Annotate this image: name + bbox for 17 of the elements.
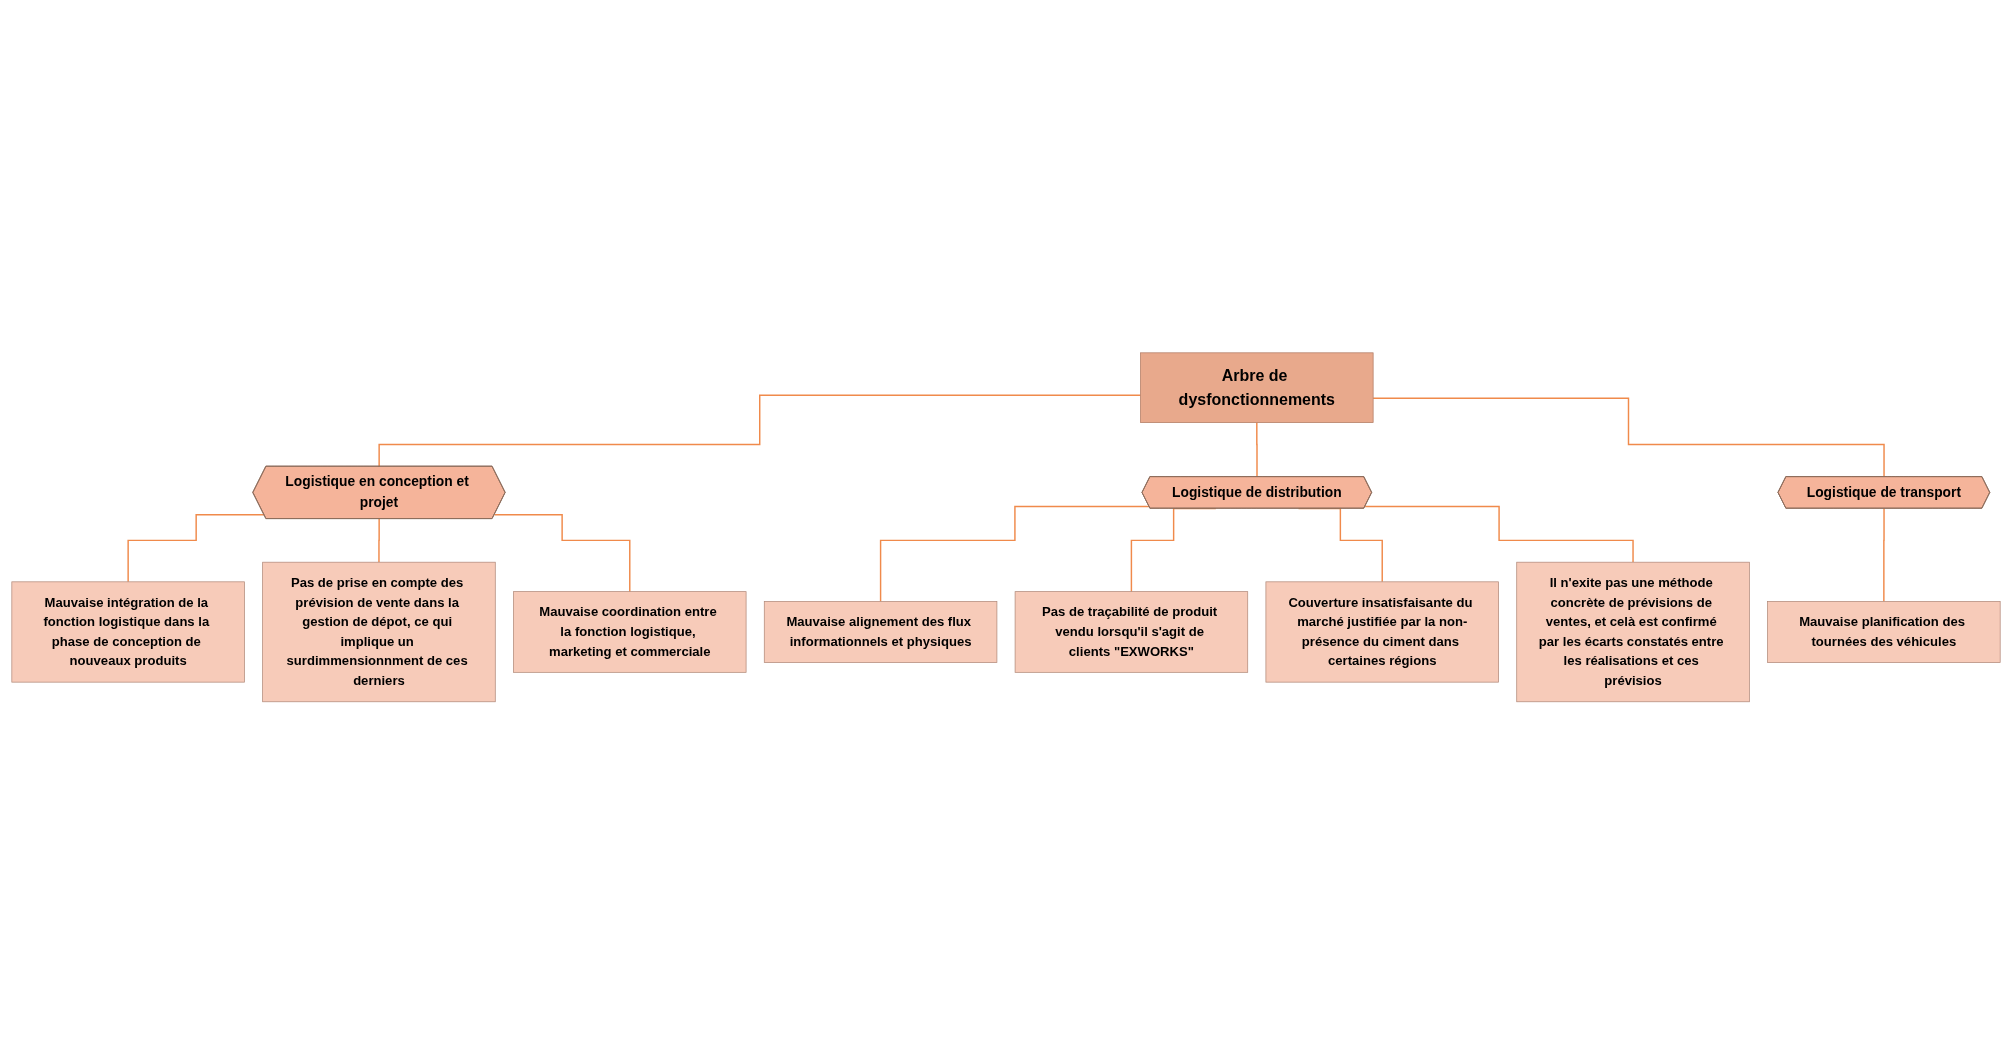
connector xyxy=(1256,421,1258,478)
node-box: Couverture insatisfaisante du marché justifiée par la non-présence du ciment dans certaines régions xyxy=(1265,581,1499,683)
connector xyxy=(493,513,631,593)
node-box: Pas de traçabilité de produit vendu lorsqu'il s'agit de clients "EXWORKS" xyxy=(1014,590,1249,673)
connector xyxy=(1883,507,1885,602)
node-box: Arbre de dysfonctionnements xyxy=(1140,352,1374,423)
connector xyxy=(1364,505,1634,563)
node-box: Mauvaise intégration de la fonction logistique dans la phase de conception de nouveaux produits xyxy=(11,581,245,683)
node-box: Mauvaise planification des tournées des véhicules xyxy=(1767,600,2001,663)
node-box: Pas de prise en compte des prévision de vente dans la gestion de dépot, ce qui implique un surdimmensionnment de ces derniers xyxy=(262,561,496,702)
connector xyxy=(1372,397,1885,478)
connector xyxy=(127,513,265,583)
node-box: Mauvaise coordination entre la fonction logistique, marketing et commerciale xyxy=(513,590,747,673)
node-box: Mauvaise alignement des flux informationnels et physiques xyxy=(763,600,998,663)
node-box: Il n'exite pas une méthode concrète de prévisions de ventes, et celà est confirmé par les écarts constatés entre les réalisations et ces prévisios xyxy=(1516,561,1750,702)
connector xyxy=(879,505,1150,602)
connector xyxy=(378,517,381,563)
